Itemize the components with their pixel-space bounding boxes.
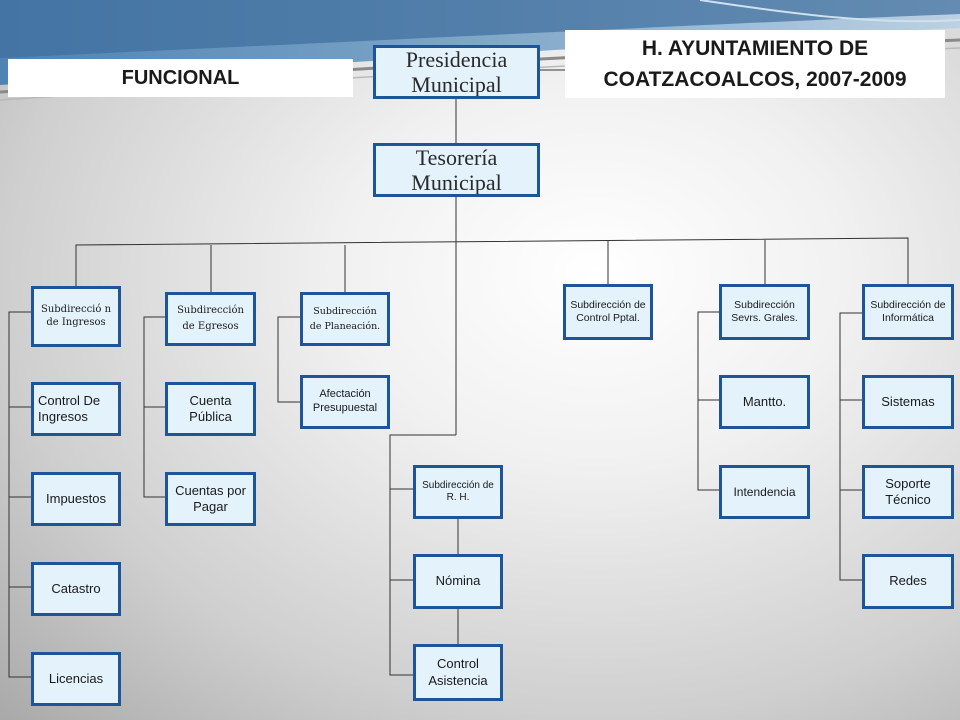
node-control-asistencia: Control Asistencia xyxy=(413,644,503,701)
node-nomina: Nómina xyxy=(413,554,503,609)
node-subdireccion-control-pptal: Subdirección de Control Pptal. xyxy=(563,284,653,340)
node-subdireccion-servs-grales: Subdirección Sevrs. Grales. xyxy=(719,284,810,340)
node-presidencia-municipal: Presidencia Municipal xyxy=(373,45,540,99)
node-control-de-ingresos: Control De Ingresos xyxy=(31,382,121,436)
node-tesoreria-municipal: Tesorería Municipal xyxy=(373,143,540,197)
node-intendencia: Intendencia xyxy=(719,465,810,519)
node-subdireccion-planeacion: Subdirección de Planeación. xyxy=(300,292,390,346)
node-subdireccion-egresos: Subdirección de Egresos xyxy=(165,292,256,346)
functional-label: FUNCIONAL xyxy=(8,59,353,97)
node-cuentas-por-pagar: Cuentas por Pagar xyxy=(165,472,256,526)
node-mantto: Mantto. xyxy=(719,375,810,429)
node-cuenta-publica: Cuenta Pública xyxy=(165,382,256,436)
node-sistemas: Sistemas xyxy=(862,375,954,429)
node-licencias: Licencias xyxy=(31,652,121,706)
node-subdireccion-informatica: Subdirección de Informática xyxy=(862,284,954,340)
node-redes: Redes xyxy=(862,554,954,609)
node-soporte-tecnico: Soporte Técnico xyxy=(862,465,954,519)
node-impuestos: Impuestos xyxy=(31,472,121,526)
node-subdireccion-ingresos: Subdirecció n de Ingresos xyxy=(31,286,121,347)
node-catastro: Catastro xyxy=(31,562,121,616)
page-title: H. AYUNTAMIENTO DE COATZACOALCOS, 2007-2… xyxy=(565,30,945,98)
node-afectacion-presupuestal: Afectación Presupuestal xyxy=(300,375,390,429)
node-subdireccion-rh: Subdirección de R. H. xyxy=(413,465,503,519)
